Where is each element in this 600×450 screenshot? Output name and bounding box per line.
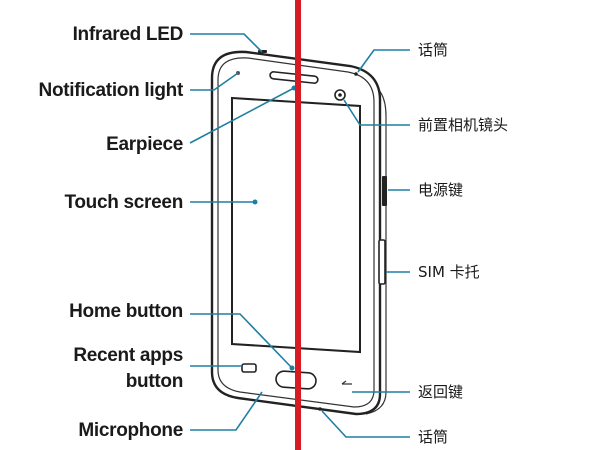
sim-tray-part	[378, 239, 386, 285]
label-recent-apps-line1: Recent apps	[73, 345, 183, 366]
back-key-part	[341, 380, 352, 385]
earpiece-slot	[269, 71, 319, 84]
label-back-key-cn: 返回键	[418, 383, 463, 401]
leader-infrared-led	[190, 33, 263, 53]
right-leader-lines	[321, 49, 410, 438]
phone-bezel	[217, 57, 375, 408]
leader-mic-bottom	[321, 410, 410, 438]
label-recent-apps-line2: button	[126, 371, 183, 392]
label-touch-screen: Touch screen	[64, 192, 183, 213]
label-notification-light: Notification light	[39, 80, 184, 101]
red-divider-line	[295, 0, 301, 450]
dot-home-button	[289, 365, 295, 371]
label-power-key-cn: 电源键	[418, 181, 463, 199]
label-microphone: Microphone	[78, 420, 183, 441]
dot-touch-screen	[252, 199, 258, 205]
label-front-camera-cn: 前置相机镜头	[418, 116, 508, 134]
right-labels: 话筒 前置相机镜头 电源键 SIM 卡托 返回键 话筒	[418, 41, 508, 446]
bottom-microphone-hole	[318, 407, 322, 411]
leader-front-camera	[343, 99, 410, 126]
leader-mic-top	[357, 49, 410, 73]
power-key-part	[382, 176, 387, 206]
label-sim-tray-cn: SIM 卡托	[418, 263, 480, 281]
label-mic-bottom-cn: 话筒	[418, 428, 448, 446]
recent-apps-key-part	[241, 363, 257, 373]
label-home-button: Home button	[69, 301, 183, 322]
left-leader-lines	[189, 33, 297, 431]
leader-home-button	[190, 313, 293, 369]
front-camera-inner	[338, 93, 342, 97]
label-earpiece: Earpiece	[106, 134, 183, 155]
label-infrared-led: Infrared LED	[73, 24, 183, 45]
top-microphone-hole	[354, 72, 358, 76]
leader-notification-light	[190, 72, 239, 91]
leader-earpiece	[189, 87, 295, 144]
left-labels: Infrared LED Notification light Earpiece…	[39, 24, 185, 441]
label-mic-top-cn: 话筒	[418, 41, 448, 59]
leader-microphone	[190, 391, 263, 431]
